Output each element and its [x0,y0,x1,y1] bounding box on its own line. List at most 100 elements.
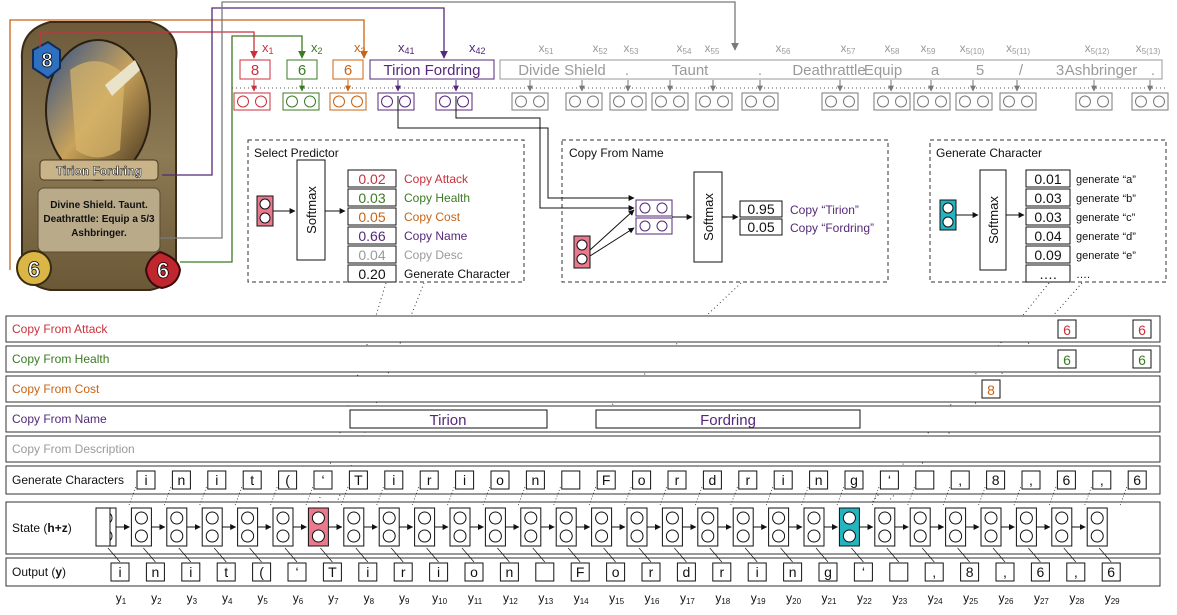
output-link-15 [603,547,616,563]
encoder-unit-b-14 [935,95,947,108]
select-label-1: Copy Attack [404,172,469,186]
output-link-24 [921,547,935,563]
desc-x-label-5: x55 [705,41,720,56]
desc-connector [160,1,739,239]
output-char-15: o [612,564,620,580]
cost-connector [9,19,368,270]
gen-char-7: T [354,472,363,488]
copy-from-name-border [561,139,889,283]
select-value-1: 0.02 [358,171,385,187]
gen-label-4: generate “d” [1076,231,1136,243]
x3-box [332,59,364,80]
name-input-box [369,59,495,80]
name-input-value: Tirion Fordring [384,62,481,79]
gen-char-link-19 [765,485,774,506]
state-unit-a-5 [241,511,255,525]
state-unit-a-22 [842,511,856,525]
y-label-22: y22 [857,591,872,606]
select-value-box-5 [347,245,397,264]
output-box-16 [641,562,661,582]
desc-x-label-2: x52 [593,41,608,56]
y-label-14: y14 [574,591,589,606]
state-unit-a-28 [1055,511,1069,525]
gen-char-20: n [815,472,823,488]
gen-label-2: generate “b” [1076,193,1136,205]
gen-char-link-5 [270,485,278,506]
gen-char-box-22 [879,470,899,490]
output-box-12 [499,562,519,582]
desc-word-9: / [1019,62,1024,79]
gen-value-box-2 [1025,188,1071,207]
output-box-22 [853,562,873,582]
output-box-15 [606,562,626,582]
output-char-12: n [506,564,514,580]
encoder-unit-a-4 [381,95,393,108]
output-char-14: F [576,564,585,580]
desc-word-6: Equip [864,62,902,79]
gen-char-link-24 [942,485,951,506]
gen-char-box-10 [455,470,475,490]
gen-char-9: r [427,472,432,488]
name-query-arrow-2 [589,227,635,257]
gen-char-link-4 [234,485,243,506]
state-cells [95,507,1108,547]
select-predictor-title: Select Predictor [254,146,339,160]
gen-value-box-1 [1025,169,1071,188]
gen-char-link-23 [907,485,916,506]
output-box-5 [252,562,272,582]
state-unit-b-27 [1019,529,1033,543]
y-label-21: y21 [822,591,837,606]
encoder-unit-a-14 [917,95,929,108]
state-unit-a-15 [595,511,609,525]
gen-char-link-11 [482,485,491,506]
state-unit-b-28 [1055,529,1069,543]
gen-char-box-24 [950,470,970,490]
gen-label-3: generate “c” [1076,212,1136,224]
state-unit-a-24 [913,511,927,525]
gen-char-box-20 [809,470,829,490]
desc-x-label-1: x51 [539,41,554,56]
gen-value-3: 0.03 [1034,209,1061,225]
x2-label: x2 [311,40,323,56]
output-box-2 [145,562,165,582]
attack-copy-1-value: 6 [1063,322,1071,338]
desc-word-1: Divide Shield [518,62,606,79]
state-unit-b-29 [1090,529,1104,543]
output-char-6: ‘ [295,564,298,580]
select-label-4: Copy Name [404,229,468,243]
output-char-22: ‘ [862,564,865,580]
gen-char-box-21 [844,470,864,490]
desc-x-label-4: x54 [677,41,692,56]
lane-copy-attack [5,315,1161,343]
y-label-26: y26 [999,591,1014,606]
tirion-enc-arrow [397,96,635,201]
encoder-unit-b-15 [977,95,989,108]
y-label-13: y13 [538,591,553,606]
encoder-unit-a-2 [286,95,298,108]
state-unit-b-21 [807,529,821,543]
attack-copy-1 [1057,319,1077,339]
copy-from-name-title: Copy From Name [569,146,664,160]
output-char-5: ( [259,564,264,580]
select-value-box-1 [347,169,397,188]
state-unit-a-21 [807,511,821,525]
card-health: 6 [157,258,169,283]
output-char-28: , [1074,564,1078,580]
gen-char-box-9 [419,470,439,490]
select-state-unit-1 [259,198,271,210]
gen-char-15: o [638,472,646,488]
output-char-8: i [366,564,369,580]
gen-char-28: , [1100,472,1104,488]
y-label-9: y9 [399,591,410,606]
gen-value-box-4 [1025,226,1071,245]
state-unit-a-19 [736,511,750,525]
output-char-29: 6 [1107,564,1115,580]
y-label-2: y2 [151,591,162,606]
gen-char-box-27 [1056,470,1076,490]
state-unit-a-18 [701,511,715,525]
output-link-3 [178,547,192,563]
gen-char-12: n [532,472,540,488]
encoder-unit-a-3 [333,95,345,108]
gen-char-box-28 [1092,470,1112,490]
